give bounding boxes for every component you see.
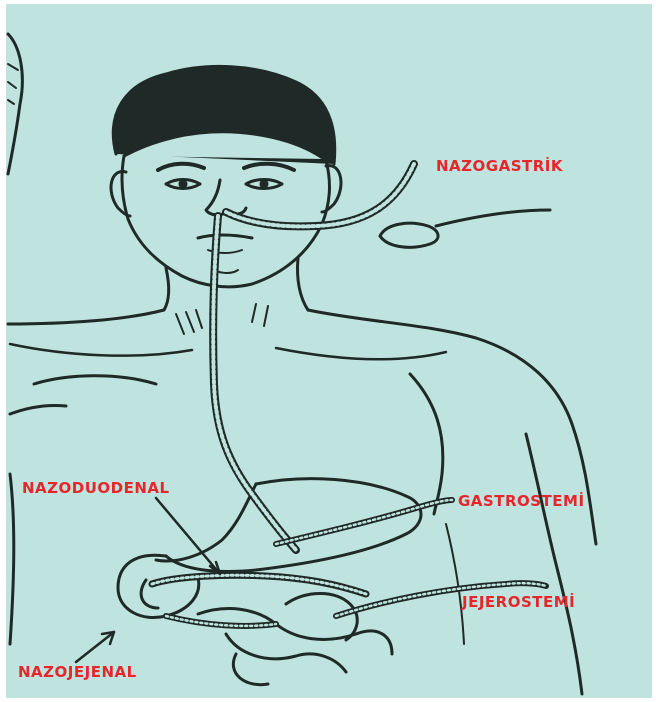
diagram-frame: NAZOGASTRİK NAZODUODENAL GASTROSTEMİ JEJ… (6, 4, 652, 698)
label-jejerostemi: JEJEROSTEMİ (462, 595, 575, 610)
label-nazogastrik: NAZOGASTRİK (436, 159, 563, 174)
label-gastrostemi: GASTROSTEMİ (458, 494, 585, 509)
label-nazoduodenal: NAZODUODENAL (22, 481, 170, 496)
label-nazojejenal: NAZOJEJENAL (18, 665, 137, 680)
